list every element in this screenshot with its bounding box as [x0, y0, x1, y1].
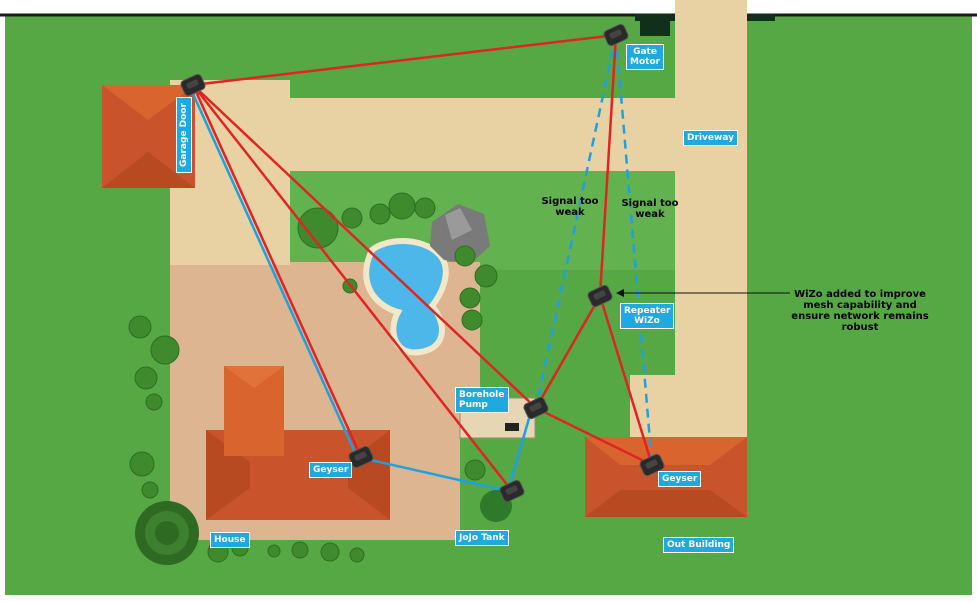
rock-highlight [445, 208, 472, 240]
wizo-device-jojo-tank [499, 479, 525, 503]
mesh-link-garage_door-geyser_house [191, 84, 363, 458]
outbuilding-roof [585, 437, 747, 517]
label-borehole-pump: Borehole Pump [455, 387, 509, 413]
note-arrowhead [616, 289, 624, 297]
label-driveway: Driveway [683, 130, 738, 146]
label-repeater: Repeater WiZo [620, 303, 674, 329]
label-jojo-tank: JoJo Tank [455, 530, 509, 546]
borehole-box [505, 423, 519, 431]
swimming-pool [363, 238, 449, 356]
weak-link-gate_motor-geyser_outbuilding [614, 34, 654, 466]
label-geyser-outbuilding: Geyser [658, 471, 702, 487]
mesh-link-repeater-geyser_outbuilding [598, 295, 654, 466]
tree-canopy [135, 501, 199, 565]
mesh-link-garage_door-jojo_tank [192, 84, 513, 492]
note-repeater: WiZo added to improve mesh capability an… [791, 289, 929, 333]
wizo-devices [180, 23, 665, 503]
label-gate-motor: Gate Motor [626, 44, 664, 70]
wizo-device-repeater [587, 284, 613, 308]
shrubs [128, 192, 498, 563]
direct-link-geyser_house-jojo_tank [356, 455, 509, 493]
network-links [187, 33, 654, 493]
mesh-link-repeater-borehole_pump [534, 295, 602, 409]
note-signal-weak-left: Signal too weak [541, 196, 599, 218]
wizo-device-geyser-outbuilding [639, 453, 665, 477]
direct-link-garage_door-geyser_house [187, 84, 359, 458]
weak-link-gate_motor-borehole_pump [534, 34, 618, 409]
label-out-building: Out Building [663, 537, 735, 553]
wizo-device-geyser-house [348, 445, 374, 469]
label-geyser-house: Geyser [309, 462, 353, 478]
wizo-device-garage-door [180, 73, 206, 97]
direct-link-jojo_tank-borehole_pump [506, 407, 534, 492]
mesh-link-garage_door-gate_motor [192, 33, 617, 87]
label-garage-door: Garage Door [176, 97, 192, 173]
house-roof [206, 366, 390, 520]
gate-post [640, 14, 670, 36]
mesh-link-borehole_pump-geyser_outbuilding [535, 406, 653, 467]
wizo-device-gate-motor [603, 23, 629, 47]
mesh-link-garage_door-borehole_pump [192, 84, 537, 409]
wizo-device-borehole-pump [523, 396, 549, 420]
note-signal-weak-right: Signal too weak [621, 198, 679, 220]
mesh-link-gate_motor-repeater [598, 34, 618, 297]
label-house: House [210, 532, 250, 548]
